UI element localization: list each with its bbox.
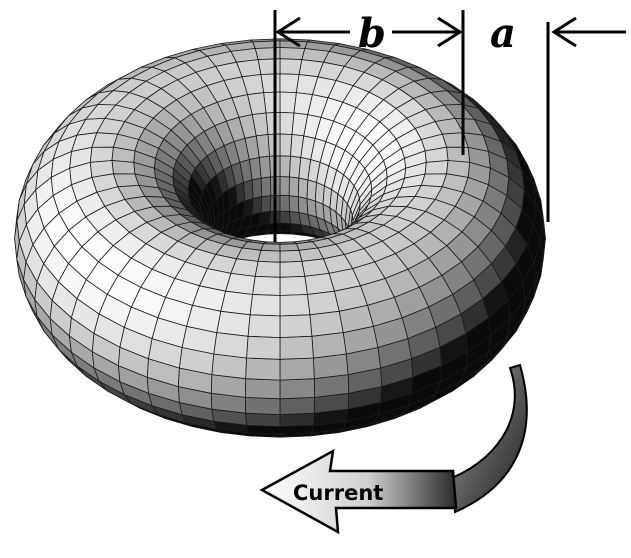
torus-mesh-cell bbox=[111, 160, 136, 175]
current-arrow: Current bbox=[259, 363, 528, 535]
torus-mesh-cell bbox=[279, 249, 303, 263]
minor-radius-label: a bbox=[490, 10, 516, 57]
torus-mesh-cell bbox=[279, 294, 311, 317]
major-radius-dimension bbox=[275, 16, 463, 48]
torus-mesh-cell bbox=[279, 243, 300, 252]
torus-mesh-cell bbox=[279, 314, 313, 339]
torus-mesh-cell bbox=[297, 177, 309, 199]
torus-mesh-cell bbox=[279, 396, 316, 416]
torus-mesh-cell bbox=[244, 378, 281, 400]
current-label: Current bbox=[293, 481, 383, 505]
torus-mesh-cell bbox=[216, 310, 251, 337]
b-left-arrowhead bbox=[275, 16, 301, 48]
torus-mesh-cell bbox=[311, 332, 347, 359]
torus-mesh-cell bbox=[251, 177, 263, 199]
torus-mesh-cell bbox=[279, 47, 306, 61]
torus-mesh-cell bbox=[279, 58, 303, 75]
torus-mesh-cell bbox=[263, 91, 281, 114]
torus-mesh-cell bbox=[245, 357, 281, 381]
torus-mesh-cell bbox=[260, 176, 272, 198]
torus-mesh-cell bbox=[252, 275, 281, 296]
torus-mesh-cell bbox=[257, 249, 281, 263]
torus-mesh-cell bbox=[306, 179, 317, 202]
torus-mesh-cell bbox=[424, 160, 449, 175]
torus-mesh-cell bbox=[245, 412, 281, 428]
torus-mesh-cell bbox=[446, 146, 471, 163]
torus-mesh-cell bbox=[279, 111, 295, 135]
torus-mesh-cell bbox=[265, 111, 281, 135]
b-right-arrowhead bbox=[437, 16, 463, 48]
torus-mesh-cell bbox=[279, 176, 290, 197]
torus-mesh-cell bbox=[288, 176, 300, 198]
torus-mesh-cell bbox=[279, 210, 291, 224]
minor-radius-dimension bbox=[551, 16, 626, 48]
torus-mesh-cell bbox=[279, 335, 314, 360]
torus-mesh-cell bbox=[89, 146, 114, 163]
torus-mesh-cell bbox=[225, 272, 256, 295]
torus-mesh-cell bbox=[279, 133, 293, 157]
dimension-guides bbox=[273, 10, 550, 242]
torus-mesh-cell bbox=[297, 196, 309, 215]
torus-mesh-cell bbox=[220, 290, 254, 316]
torus-mesh-cell bbox=[279, 91, 297, 114]
torus-mesh-cell bbox=[279, 275, 308, 296]
torus-mesh-cell bbox=[254, 260, 281, 278]
a-arrowhead bbox=[551, 16, 577, 48]
torus-mesh-cell bbox=[279, 357, 315, 381]
torus-mesh-cell bbox=[309, 310, 344, 337]
torus-mesh-cell bbox=[260, 73, 281, 94]
torus-mesh-cell bbox=[306, 290, 340, 316]
torus-mesh-cell bbox=[279, 222, 293, 232]
torus-mesh-cell bbox=[279, 412, 315, 428]
torus-mesh-cell bbox=[243, 179, 254, 202]
torus-mesh-cell bbox=[279, 378, 316, 400]
torus-mesh-cell bbox=[244, 396, 281, 416]
torus-mesh-cell bbox=[213, 332, 249, 359]
torus-mesh-cell bbox=[288, 195, 300, 213]
torus-mesh-cell bbox=[304, 272, 335, 295]
torus-surface bbox=[14, 38, 546, 438]
torus-mesh-cell bbox=[249, 294, 281, 317]
torus-mesh-cell bbox=[279, 260, 306, 278]
current-arrow-body bbox=[259, 448, 458, 535]
torus-mesh-cell bbox=[279, 194, 290, 212]
torus-mesh-cell bbox=[247, 314, 281, 339]
torus-mesh-cell bbox=[279, 155, 291, 178]
torus-mesh-cell bbox=[257, 58, 281, 75]
torus-mesh-cell bbox=[246, 335, 281, 360]
major-radius-label: b bbox=[358, 10, 386, 57]
torus-mesh-cell bbox=[260, 243, 281, 252]
torus-mesh-cell bbox=[251, 196, 263, 215]
current-arrow-tail bbox=[450, 363, 528, 514]
torus-mesh-cell bbox=[279, 73, 300, 94]
torus-mesh-cell bbox=[260, 195, 272, 213]
